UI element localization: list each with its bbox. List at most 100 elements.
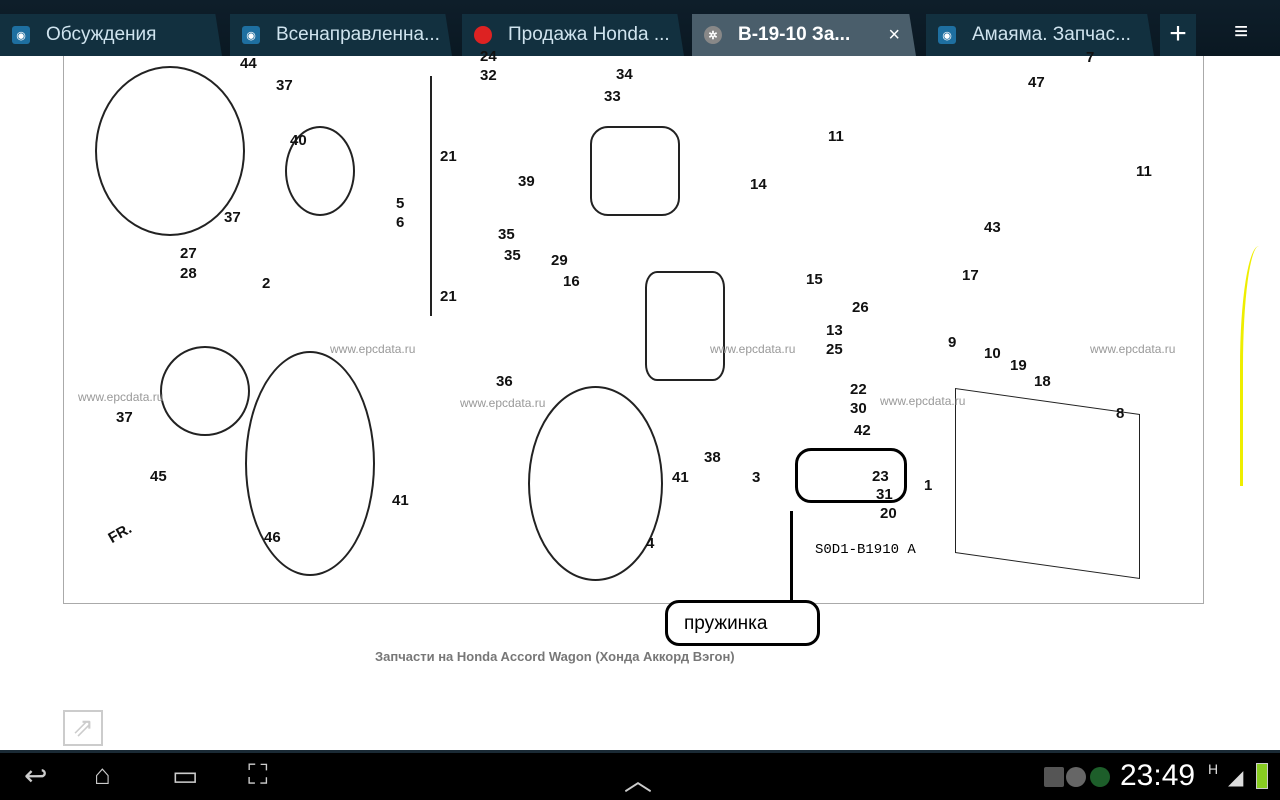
diagram-code: S0D1-B1910 A bbox=[815, 542, 916, 558]
watermark: www.epcdata.ru bbox=[710, 342, 796, 356]
callout-label: 27 bbox=[180, 245, 197, 262]
expand-icon[interactable]: ⇗ bbox=[63, 710, 103, 746]
callout-label: 2 bbox=[262, 275, 271, 292]
site-favicon-icon bbox=[474, 26, 492, 44]
clock: 23:49 bbox=[1120, 759, 1196, 792]
watermark: www.epcdata.ru bbox=[330, 342, 416, 356]
screenshot-icon[interactable]: ⛶ bbox=[248, 759, 268, 790]
callout-label: 21 bbox=[440, 148, 457, 165]
network-type: H bbox=[1208, 761, 1219, 777]
tab-label: Продажа Honda ... bbox=[508, 24, 670, 45]
callout-label: 31 bbox=[876, 486, 893, 503]
callout-label: 32 bbox=[480, 67, 497, 84]
home-icon[interactable]: ⌂ bbox=[94, 759, 111, 790]
callout-label: 36 bbox=[496, 373, 513, 390]
close-tab-icon[interactable]: × bbox=[888, 23, 900, 46]
yellow-pen-stroke bbox=[1240, 246, 1278, 486]
globe-icon: ◉ bbox=[242, 26, 260, 44]
seal-kit-box bbox=[955, 387, 1140, 579]
callout-label: 19 bbox=[1010, 357, 1027, 374]
callout-label: 16 bbox=[563, 273, 580, 290]
callout-label: 37 bbox=[276, 77, 293, 94]
callout-label: 22 bbox=[850, 381, 867, 398]
callout-label: 23 bbox=[872, 468, 889, 485]
chat-notification-icon bbox=[1090, 767, 1110, 787]
callout-label: 35 bbox=[504, 247, 521, 264]
callout-label: 14 bbox=[750, 176, 767, 193]
callout-label: 7 bbox=[1086, 49, 1095, 66]
web-page: 44 37 40 37 27 28 2 24 32 34 33 21 39 5 … bbox=[0, 49, 1280, 750]
callout-label: 3 bbox=[752, 469, 761, 486]
callout-label: 13 bbox=[826, 322, 843, 339]
tab-label: Амаяма. Запчас... bbox=[972, 24, 1131, 45]
tab-b-19-10[interactable]: ✲B-19-10 За...× bbox=[692, 14, 916, 56]
callout-label: 39 bbox=[518, 173, 535, 190]
brake-disc-drawing bbox=[245, 351, 375, 576]
tab-discussions[interactable]: ◉ Обсуждения bbox=[0, 14, 222, 56]
tab-omnidirectional[interactable]: ◉ Всенаправленна... bbox=[230, 14, 452, 56]
caliper-bracket-drawing bbox=[645, 271, 725, 381]
callout-label: 40 bbox=[290, 132, 307, 149]
callout-label: 41 bbox=[392, 492, 409, 509]
watermark: www.epcdata.ru bbox=[880, 394, 966, 408]
callout-label: 6 bbox=[396, 214, 405, 231]
callout-label: 45 bbox=[150, 468, 167, 485]
callout-label: 5 bbox=[396, 195, 405, 212]
splash-shield-drawing bbox=[95, 66, 245, 236]
callout-label: 9 bbox=[948, 334, 957, 351]
tab-label: Всенаправленна... bbox=[276, 24, 440, 45]
menu-icon[interactable]: ≡ bbox=[1234, 18, 1249, 45]
callout-label: 38 bbox=[704, 449, 721, 466]
callout-label: 4 bbox=[646, 535, 655, 552]
watermark: www.epcdata.ru bbox=[460, 396, 546, 410]
new-tab-button[interactable]: + bbox=[1160, 14, 1196, 56]
callout-label: 10 bbox=[984, 345, 1001, 362]
callout-label: 42 bbox=[854, 422, 871, 439]
recent-apps-icon[interactable]: ▭ bbox=[172, 760, 199, 791]
callout-label: 21 bbox=[440, 288, 457, 305]
caliper-drawing bbox=[590, 126, 680, 216]
callout-label: 15 bbox=[806, 271, 823, 288]
callout-label: 11 bbox=[828, 128, 844, 145]
callout-label: 37 bbox=[224, 209, 241, 226]
callout-label: 28 bbox=[180, 265, 197, 282]
globe-icon: ◉ bbox=[12, 26, 30, 44]
callout-label: 46 bbox=[264, 529, 281, 546]
battery-icon bbox=[1256, 763, 1268, 789]
hub-bearing-drawing bbox=[160, 346, 250, 436]
watermark: www.epcdata.ru bbox=[78, 390, 164, 404]
callout-label: 20 bbox=[880, 505, 897, 522]
callout-label: 43 bbox=[984, 219, 1001, 236]
callout-label: 8 bbox=[1116, 405, 1125, 422]
callout-label: 47 bbox=[1028, 74, 1045, 91]
brake-disc-drawing bbox=[528, 386, 663, 581]
parts-diagram bbox=[63, 56, 1204, 604]
callout-label: 25 bbox=[826, 341, 843, 358]
spring-highlight-circle bbox=[795, 448, 907, 503]
chevron-up-icon[interactable]: ︿ bbox=[624, 765, 653, 796]
tab-amayama[interactable]: ◉ Амаяма. Запчас... bbox=[926, 14, 1154, 56]
close-notification-icon bbox=[1066, 767, 1086, 787]
callout-label: 33 bbox=[604, 88, 621, 105]
callout-label: 29 bbox=[551, 252, 568, 269]
tab-label: Обсуждения bbox=[46, 24, 157, 45]
globe-icon: ◉ bbox=[938, 26, 956, 44]
tab-label: B-19-10 За... bbox=[738, 24, 851, 45]
callout-label: 30 bbox=[850, 400, 867, 417]
signal-icon: ◢ bbox=[1228, 767, 1244, 789]
watermark: www.epcdata.ru bbox=[1090, 342, 1176, 356]
callout-label: 17 bbox=[962, 267, 979, 284]
divider-line bbox=[430, 76, 432, 316]
callout-label: 37 bbox=[116, 409, 133, 426]
page-caption[interactable]: Запчасти на Honda Accord Wagon (Хонда Ак… bbox=[375, 649, 735, 664]
callout-label: 18 bbox=[1034, 373, 1051, 390]
callout-label: 35 bbox=[498, 226, 515, 243]
callout-label: 41 bbox=[672, 469, 689, 486]
back-icon[interactable]: ↩ bbox=[24, 760, 48, 791]
warning-notification-icon bbox=[1044, 767, 1064, 787]
callout-label: 1 bbox=[924, 477, 933, 494]
callout-label: 26 bbox=[852, 299, 869, 316]
tab-honda-sale[interactable]: Продажа Honda ... bbox=[462, 14, 684, 56]
callout-label: 24 bbox=[480, 48, 497, 65]
browser-tab-bar: ◉ Обсуждения ◉ Всенаправленна... Продажа H… bbox=[0, 0, 1280, 56]
